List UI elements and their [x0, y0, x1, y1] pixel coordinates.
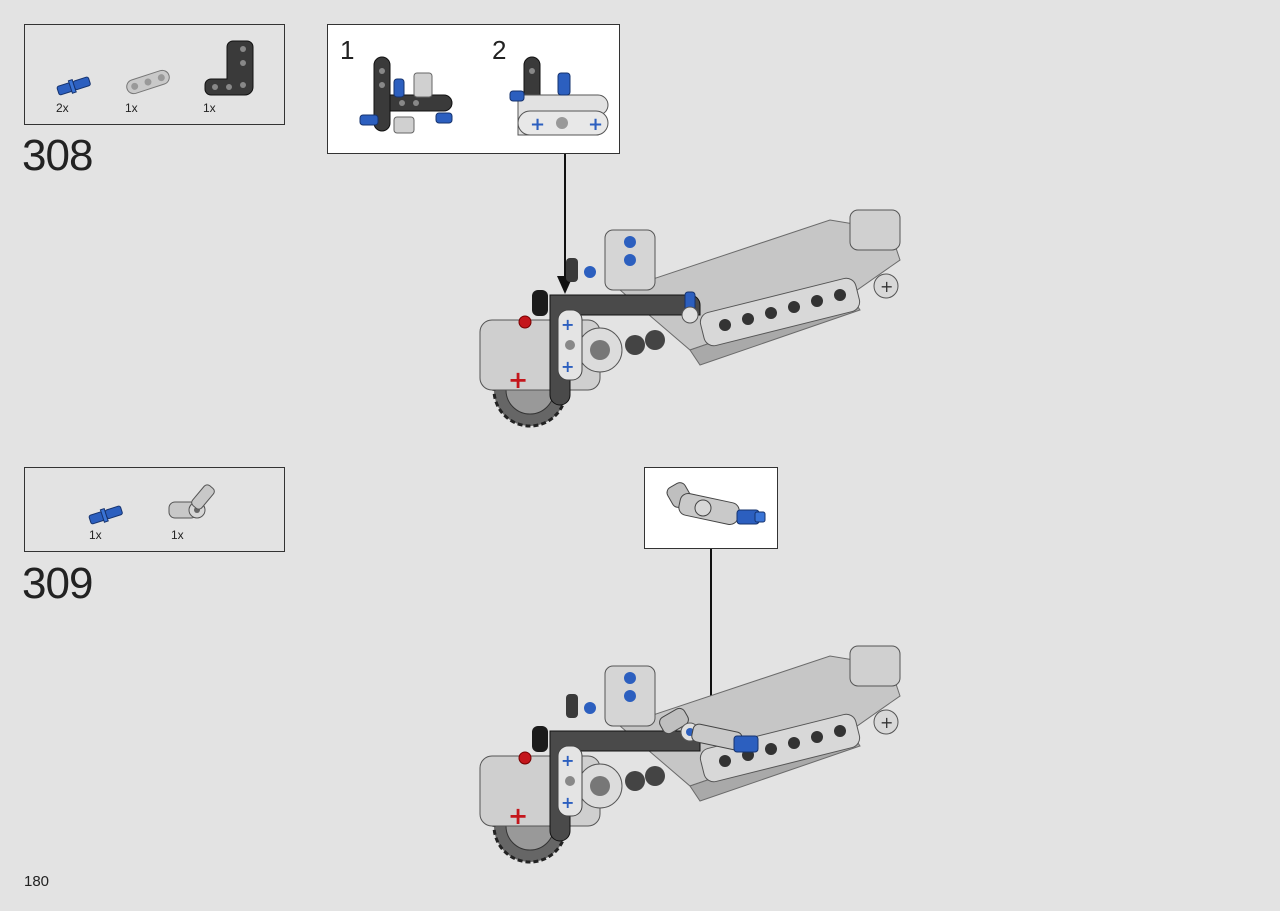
svg-text:+: + [561, 357, 574, 376]
blue-axle-pin-icon [88, 505, 123, 525]
step-number: 309 [22, 559, 93, 608]
substep-1-assembly-icon [359, 56, 453, 134]
svg-text:+: + [508, 366, 528, 394]
parts-list-309: 1x 1x [24, 467, 285, 552]
qty-label: 1x [171, 528, 184, 542]
svg-text:+: + [880, 713, 893, 732]
model-assembly-308: + + + + [479, 209, 901, 428]
svg-text:+: + [880, 277, 893, 296]
substep-number: 2 [492, 35, 507, 65]
gray-angle-connector-icon [168, 484, 215, 519]
svg-text:+: + [588, 114, 603, 135]
svg-text:+: + [530, 114, 545, 135]
qty-label: 1x [203, 101, 216, 115]
angle-connector-with-pin-icon [666, 482, 766, 526]
qty-label: 2x [56, 101, 69, 115]
page-number: 180 [24, 873, 50, 890]
step-number: 308 [22, 131, 93, 180]
part-callout-309 [644, 467, 778, 549]
substep-number: 1 [340, 35, 355, 65]
substep-2-assembly-icon: + + [509, 56, 609, 136]
model-assembly-309: + + + + [479, 645, 901, 864]
light-gray-beam-icon [126, 69, 170, 95]
qty-label: 1x [125, 101, 138, 115]
dark-gray-L-beam-icon [204, 40, 254, 96]
qty-label: 1x [89, 528, 102, 542]
substep-callout-308: 1 2 + + [327, 24, 620, 154]
svg-text:+: + [561, 793, 574, 812]
svg-text:+: + [561, 751, 574, 770]
blue-pin-icon [56, 76, 91, 96]
svg-text:+: + [561, 315, 574, 334]
parts-list-308: 2x 1x 1x [24, 24, 285, 125]
svg-text:+: + [508, 802, 528, 830]
